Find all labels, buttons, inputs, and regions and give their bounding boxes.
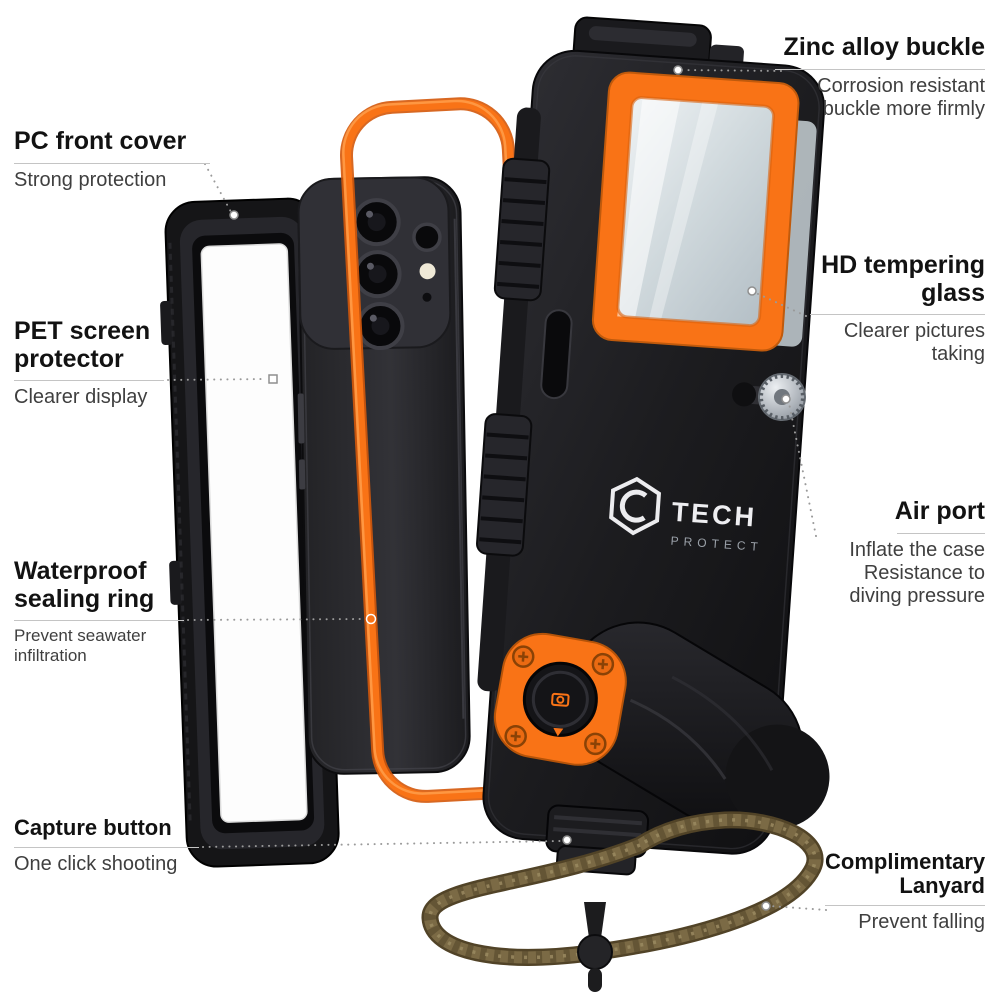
callout-capture-button: Capture button One click shooting	[14, 815, 199, 877]
callout-subtitle: One click shooting	[14, 853, 178, 876]
camera-flash	[419, 263, 436, 280]
case-body: TECH PROTECT	[476, 16, 830, 876]
leader-capture-button	[202, 840, 563, 848]
callout-pc-front-cover: PC front cover Strong protection	[14, 127, 210, 192]
callout-title: Zinc alloy buckle	[783, 33, 985, 61]
callout-divider	[897, 532, 985, 534]
callout-complimentary-lanyard: Complimentary Lanyard Prevent falling	[825, 849, 986, 935]
leader-complimentary-lanyard	[769, 905, 827, 911]
callout-divider	[825, 905, 985, 907]
brand-logo: TECH PROTECT	[609, 476, 763, 554]
dial-pointer	[553, 727, 564, 737]
camera-module	[297, 176, 452, 351]
lanyard	[421, 811, 824, 992]
callout-subtitle: Inflate the case Resistance to diving pr…	[849, 538, 985, 608]
callout-title: PC front cover	[14, 127, 187, 155]
hinge-rail	[476, 107, 551, 692]
hinge-top	[493, 157, 551, 302]
callout-air-port: Air port Inflate the case Resistance to …	[820, 497, 985, 609]
hd-tempering-glass-window	[591, 71, 800, 352]
callout-title: Capture button	[14, 815, 172, 840]
brand-subname: PROTECT	[670, 534, 763, 554]
callout-divider	[14, 162, 210, 164]
shutter-dial	[493, 632, 627, 766]
leader-endpoints	[229, 65, 791, 911]
callout-zinc-alloy-buckle: Zinc alloy buckle Corrosion resistant bu…	[775, 33, 985, 121]
callout-title: Complimentary Lanyard	[825, 849, 986, 899]
callout-title: Waterproof sealing ring	[14, 557, 155, 613]
case-side-slot	[540, 309, 573, 400]
callout-divider	[14, 620, 184, 621]
camera-sensor	[422, 292, 432, 302]
camera-glyph-icon	[551, 692, 570, 707]
callout-divider	[810, 314, 985, 315]
leader-pc-front-cover	[204, 163, 232, 213]
callout-subtitle: Strong protection	[14, 168, 167, 191]
callout-subtitle: Clearer display	[14, 386, 148, 408]
pc-front-cover-frame	[160, 197, 340, 868]
lanyard-cord-lock	[577, 902, 613, 992]
callout-title: Air port	[894, 497, 985, 525]
leader-air-port	[788, 402, 817, 537]
callout-subtitle: Prevent falling	[858, 911, 985, 934]
callout-title: HD tempering glass	[821, 251, 985, 307]
front-cover-window	[200, 243, 308, 823]
callout-divider	[14, 847, 199, 849]
callout-divider	[775, 68, 985, 70]
leader-lines	[167, 69, 827, 911]
phone	[297, 176, 471, 775]
brand-name: TECH	[671, 497, 758, 533]
callout-divider	[14, 380, 164, 381]
phone-volume-button	[297, 393, 305, 444]
callout-waterproof-sealing-ring: Waterproof sealing ring Prevent seawater…	[14, 557, 184, 666]
dial-screws	[504, 645, 615, 756]
callout-title: PET screen protector	[14, 317, 151, 373]
callout-subtitle: Clearer pictures taking	[843, 320, 985, 366]
hinge-bottom	[476, 413, 533, 557]
periscope-lens	[412, 222, 442, 252]
frame-clasp-left-bottom	[169, 560, 183, 605]
frame-clasp-left-top	[160, 300, 174, 346]
callout-pet-screen-protector: PET screen protector Clearer display	[14, 317, 164, 409]
callout-hd-tempering-glass: HD tempering glass Clearer pictures taki…	[810, 251, 985, 367]
phone-power-button	[298, 459, 306, 490]
callout-subtitle: Corrosion resistant buckle more firmly	[817, 74, 985, 120]
callout-subtitle: Prevent seawater infiltration	[14, 626, 147, 665]
leader-hd-tempering-glass	[755, 292, 807, 317]
